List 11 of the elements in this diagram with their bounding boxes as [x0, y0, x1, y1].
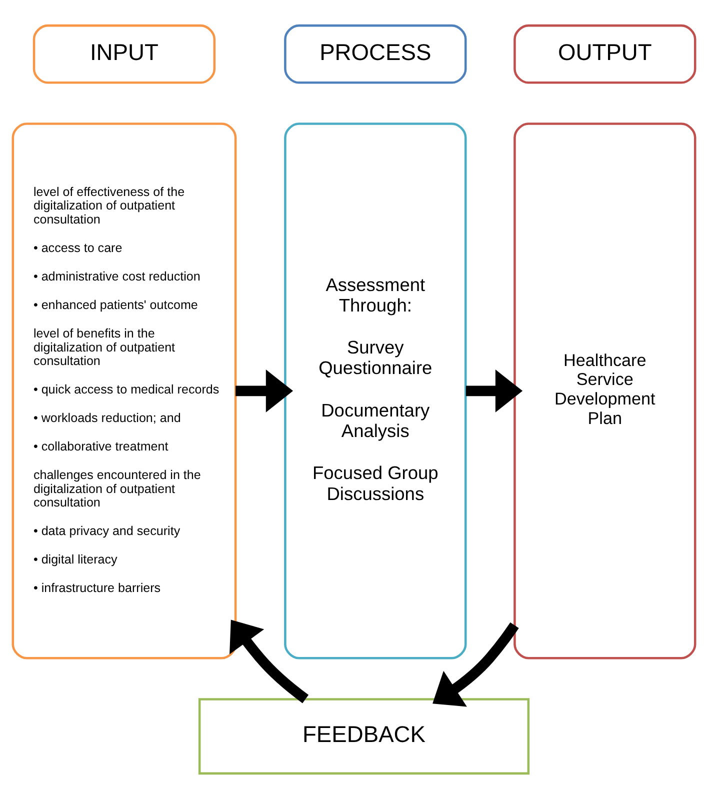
- node-box: level of effectiveness of the digitalization of outpatient consultation • access to care • administrative cost reduction • enhanced patients' outcome level of benefits in the digitalization of outpatient consultation • quick access to medical records • workloads reduction; and • collaborative treatment challenges encountered in the digitalization of outpatient consultation • data privacy and security • digital literacy • infrastructure barriers: [12, 122, 237, 660]
- node-box: Assessment Through: Survey Questionnaire Documentary Analysis Focused Group Discussions: [284, 122, 467, 660]
- node-box: Healthcare Service Development Plan: [514, 122, 696, 660]
- node-box: PROCESS: [284, 24, 467, 84]
- node-box: FEEDBACK: [198, 698, 530, 775]
- arrow: [466, 370, 523, 412]
- node-box: INPUT: [32, 24, 216, 84]
- arrow: [230, 620, 309, 704]
- node-box: OUTPUT: [514, 24, 696, 84]
- arrow: [432, 622, 519, 707]
- arrow: [236, 370, 294, 412]
